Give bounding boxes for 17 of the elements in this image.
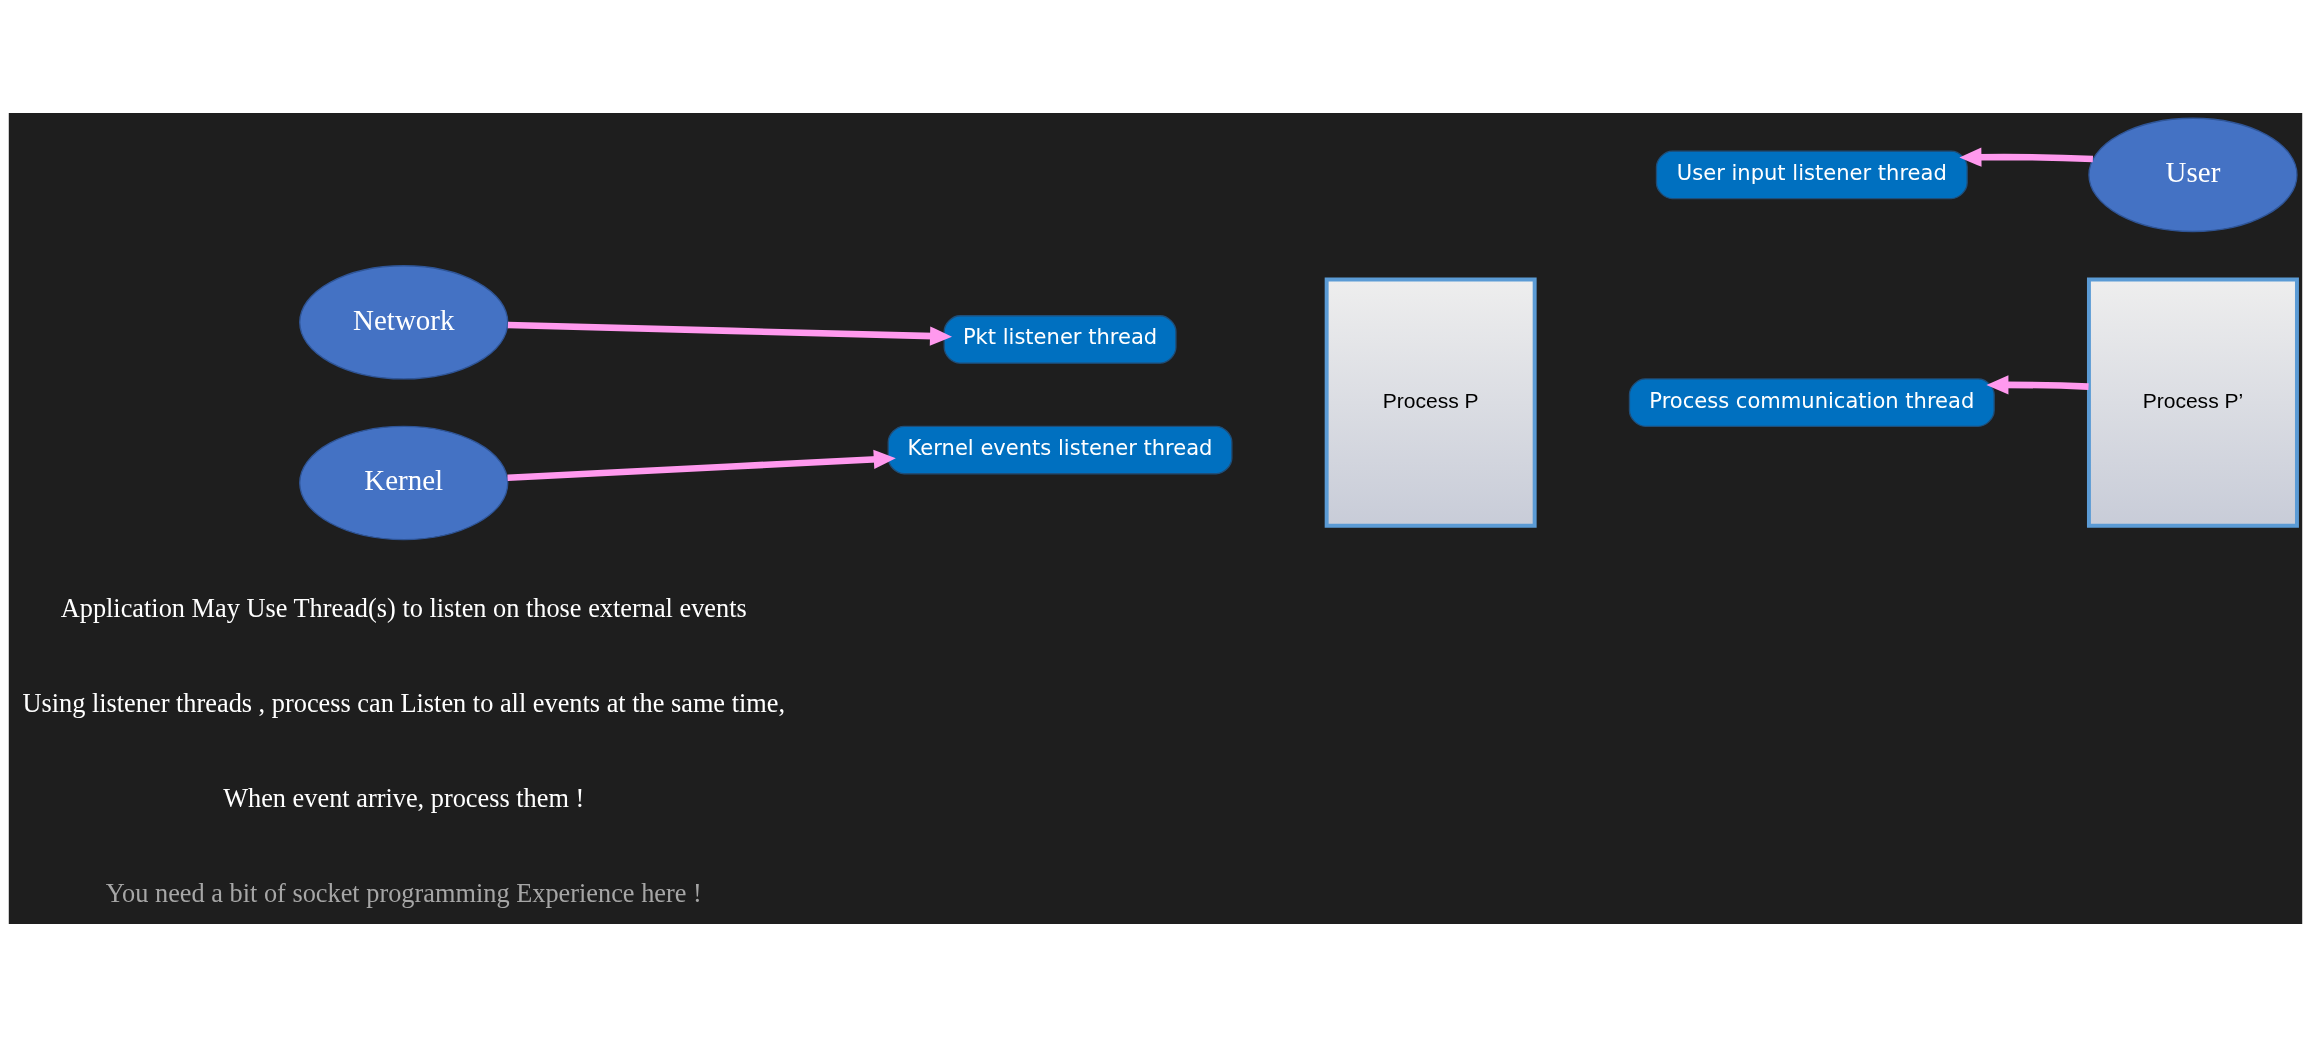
node-ellipse: Kernel xyxy=(299,425,509,541)
node-box: Pkt listener thread xyxy=(943,315,1177,364)
arrow xyxy=(507,321,953,346)
label: Application May Use Thread(s) to listen on those external events xyxy=(60,594,747,624)
node-box: User input listener thread xyxy=(1655,150,1968,200)
label: You need a bit of socket programming Experience here ! xyxy=(105,878,702,908)
node-box: Process communication thread xyxy=(1628,378,1995,427)
arrow xyxy=(507,449,896,482)
label: When event arrive, process them ! xyxy=(223,783,585,813)
node-box: Process P’ xyxy=(2086,277,2299,528)
node-ellipse: User xyxy=(2088,117,2298,233)
arrow xyxy=(1986,375,2089,395)
arrow xyxy=(1959,147,2094,167)
node-box: Process P xyxy=(1324,277,1537,528)
node-ellipse: Network xyxy=(299,265,509,380)
label: Using listener threads , process can Listen to all events at the same time, xyxy=(22,689,786,719)
node-box: Kernel events listener thread xyxy=(887,425,1233,475)
